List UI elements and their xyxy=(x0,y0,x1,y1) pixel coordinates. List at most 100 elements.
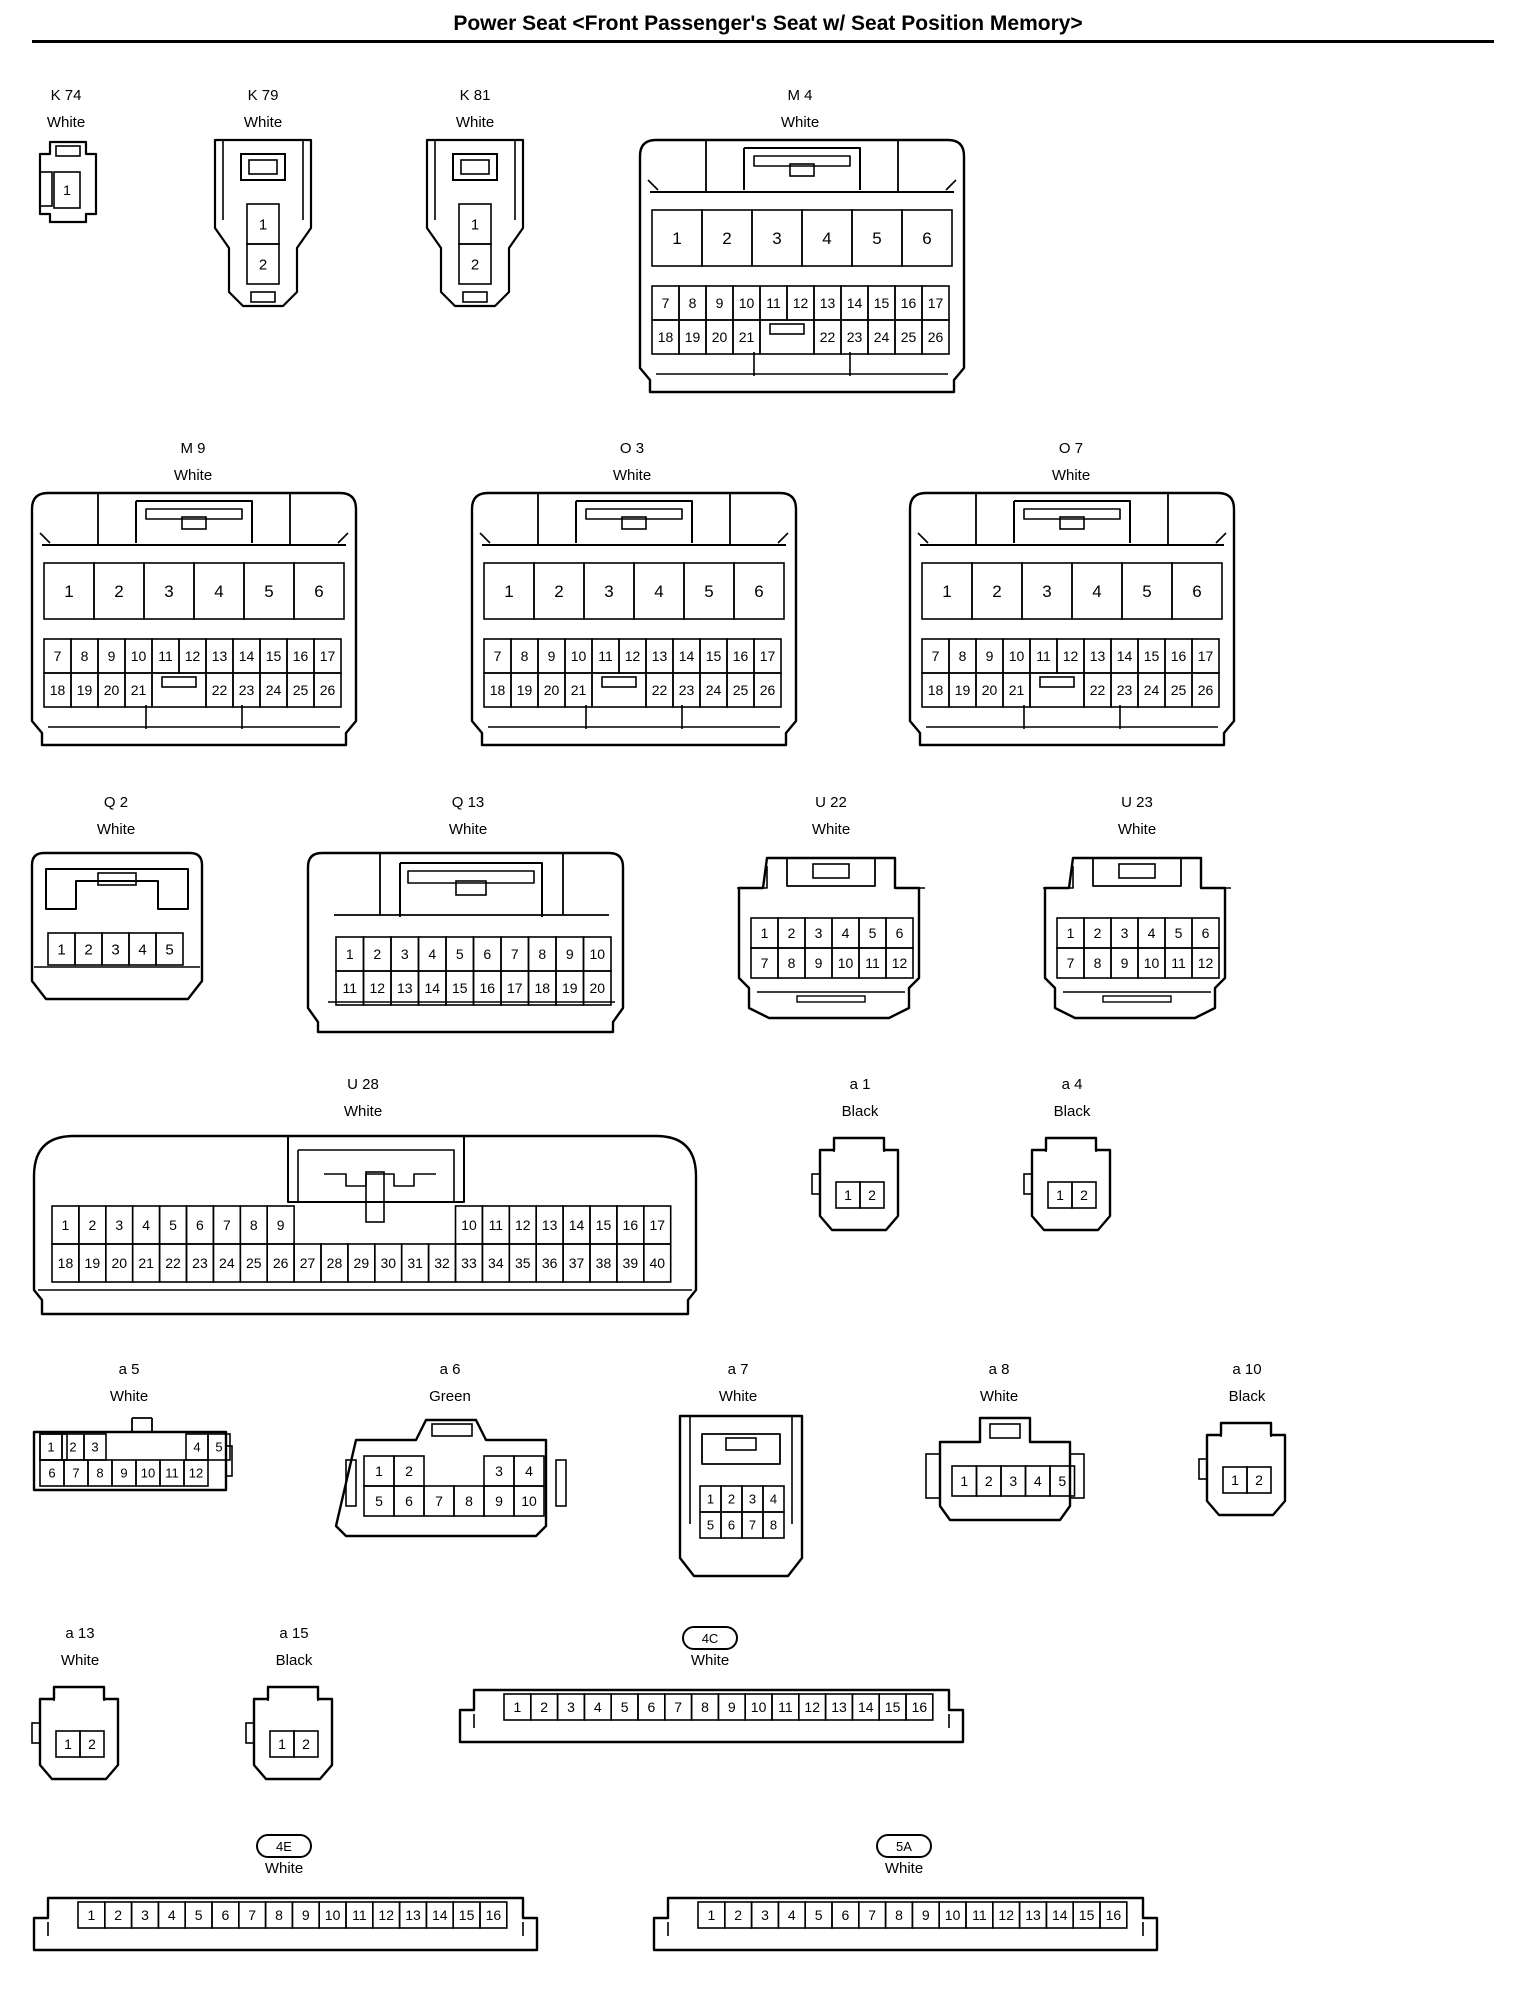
pin-cell xyxy=(53,171,81,209)
pin-number: 7 xyxy=(932,648,940,664)
pin-number: 3 xyxy=(1121,925,1129,941)
pin-number: 9 xyxy=(566,946,574,962)
pin-number: 8 xyxy=(1094,955,1102,971)
pin-number: 10 xyxy=(838,955,854,971)
connector-color: White xyxy=(980,1388,1018,1405)
pin-number: 1 xyxy=(471,216,479,233)
pin-number: 8 xyxy=(81,648,89,664)
pin-number: 12 xyxy=(892,955,908,971)
pin-number: 8 xyxy=(895,1907,903,1923)
connector-code: O 3 xyxy=(620,440,644,457)
pin-number: 13 xyxy=(397,980,413,996)
pin-number: 13 xyxy=(212,648,228,664)
pin-number: 20 xyxy=(982,682,998,698)
pin-number: 5 xyxy=(215,1440,222,1455)
pin-number: 12 xyxy=(515,1217,531,1233)
pin-cell xyxy=(458,243,492,285)
pin-number: 1 xyxy=(504,582,513,601)
pin-number: 7 xyxy=(511,946,519,962)
pin-number: 14 xyxy=(239,648,255,664)
connector-code: a 8 xyxy=(989,1361,1010,1378)
pin-number: 2 xyxy=(540,1699,548,1715)
pin-number: 2 xyxy=(84,941,92,958)
pin-number: 8 xyxy=(465,1493,473,1509)
pin-number: 5 xyxy=(165,941,173,958)
pin-number: 1 xyxy=(514,1699,522,1715)
pin-number: 7 xyxy=(868,1907,876,1923)
pin-number: 10 xyxy=(1144,955,1160,971)
pin-number: 27 xyxy=(300,1255,316,1271)
pin-number: 17 xyxy=(760,648,776,664)
pin-number: 5 xyxy=(621,1699,629,1715)
pin-number: 7 xyxy=(435,1493,443,1509)
pin-number: 6 xyxy=(842,1907,850,1923)
pin-number: 2 xyxy=(88,1736,96,1752)
pin-number: 15 xyxy=(706,648,722,664)
pin-number: 6 xyxy=(405,1493,413,1509)
pin-number: 33 xyxy=(461,1255,477,1271)
pin-number: 24 xyxy=(266,682,282,698)
pin-number: 12 xyxy=(189,1466,203,1481)
pin-number: 10 xyxy=(945,1907,961,1923)
pin-number: 8 xyxy=(521,648,529,664)
pin-number: 2 xyxy=(471,256,479,273)
pin-cell xyxy=(642,1243,672,1283)
pin-number: 13 xyxy=(1090,648,1106,664)
pin-number: 2 xyxy=(788,925,796,941)
pin-number: 2 xyxy=(868,1187,876,1203)
pin-cell xyxy=(753,672,782,708)
page-title: Power Seat <Front Passenger's Seat w/ Se… xyxy=(453,12,1083,35)
pin-number: 2 xyxy=(734,1907,742,1923)
pin-number: 11 xyxy=(342,980,357,996)
pin-number: 2 xyxy=(88,1217,96,1233)
connector-code: K 81 xyxy=(460,87,491,104)
pin-number: 8 xyxy=(770,1518,777,1533)
pin-number: 5 xyxy=(456,946,464,962)
pin-number: 12 xyxy=(369,980,385,996)
pin-number: 1 xyxy=(278,1736,286,1752)
pin-number: 25 xyxy=(733,682,749,698)
pin-number: 2 xyxy=(259,256,267,273)
pin-number: 2 xyxy=(1094,925,1102,941)
pin-number: 11 xyxy=(158,648,173,664)
pin-number: 2 xyxy=(405,1463,413,1479)
pin-number: 18 xyxy=(58,1255,74,1271)
pin-number: 19 xyxy=(955,682,971,698)
pin-number: 26 xyxy=(928,329,944,345)
pin-number: 4 xyxy=(214,582,223,601)
pin-number: 19 xyxy=(517,682,533,698)
pin-number: 17 xyxy=(928,295,944,311)
pin-number: 1 xyxy=(62,1217,70,1233)
pin-number: 9 xyxy=(495,1493,503,1509)
pin-number: 8 xyxy=(275,1907,283,1923)
pin-cell xyxy=(901,209,953,267)
pin-cell xyxy=(313,672,342,708)
pin-number: 3 xyxy=(115,1217,123,1233)
pin-cell xyxy=(1049,1465,1076,1497)
connector-color: White xyxy=(1118,821,1156,838)
pin-number: 11 xyxy=(865,955,880,971)
pin-number: 1 xyxy=(47,1440,54,1455)
pin-number: 30 xyxy=(380,1255,396,1271)
pin-number: 5 xyxy=(707,1518,714,1533)
pin-number: 1 xyxy=(1231,1472,1239,1488)
connector-color: Black xyxy=(1054,1103,1091,1120)
connector-code: M 4 xyxy=(787,87,812,104)
pin-number: 12 xyxy=(625,648,641,664)
pin-number: 21 xyxy=(739,329,755,345)
pin-number: 6 xyxy=(922,229,931,248)
pin-number: 20 xyxy=(104,682,120,698)
pin-number: 10 xyxy=(571,648,587,664)
pin-number: 3 xyxy=(567,1699,575,1715)
pin-number: 9 xyxy=(108,648,116,664)
pin-number: 3 xyxy=(749,1492,756,1507)
connector-color: Black xyxy=(276,1652,313,1669)
connector-code: 4C xyxy=(702,1631,719,1646)
